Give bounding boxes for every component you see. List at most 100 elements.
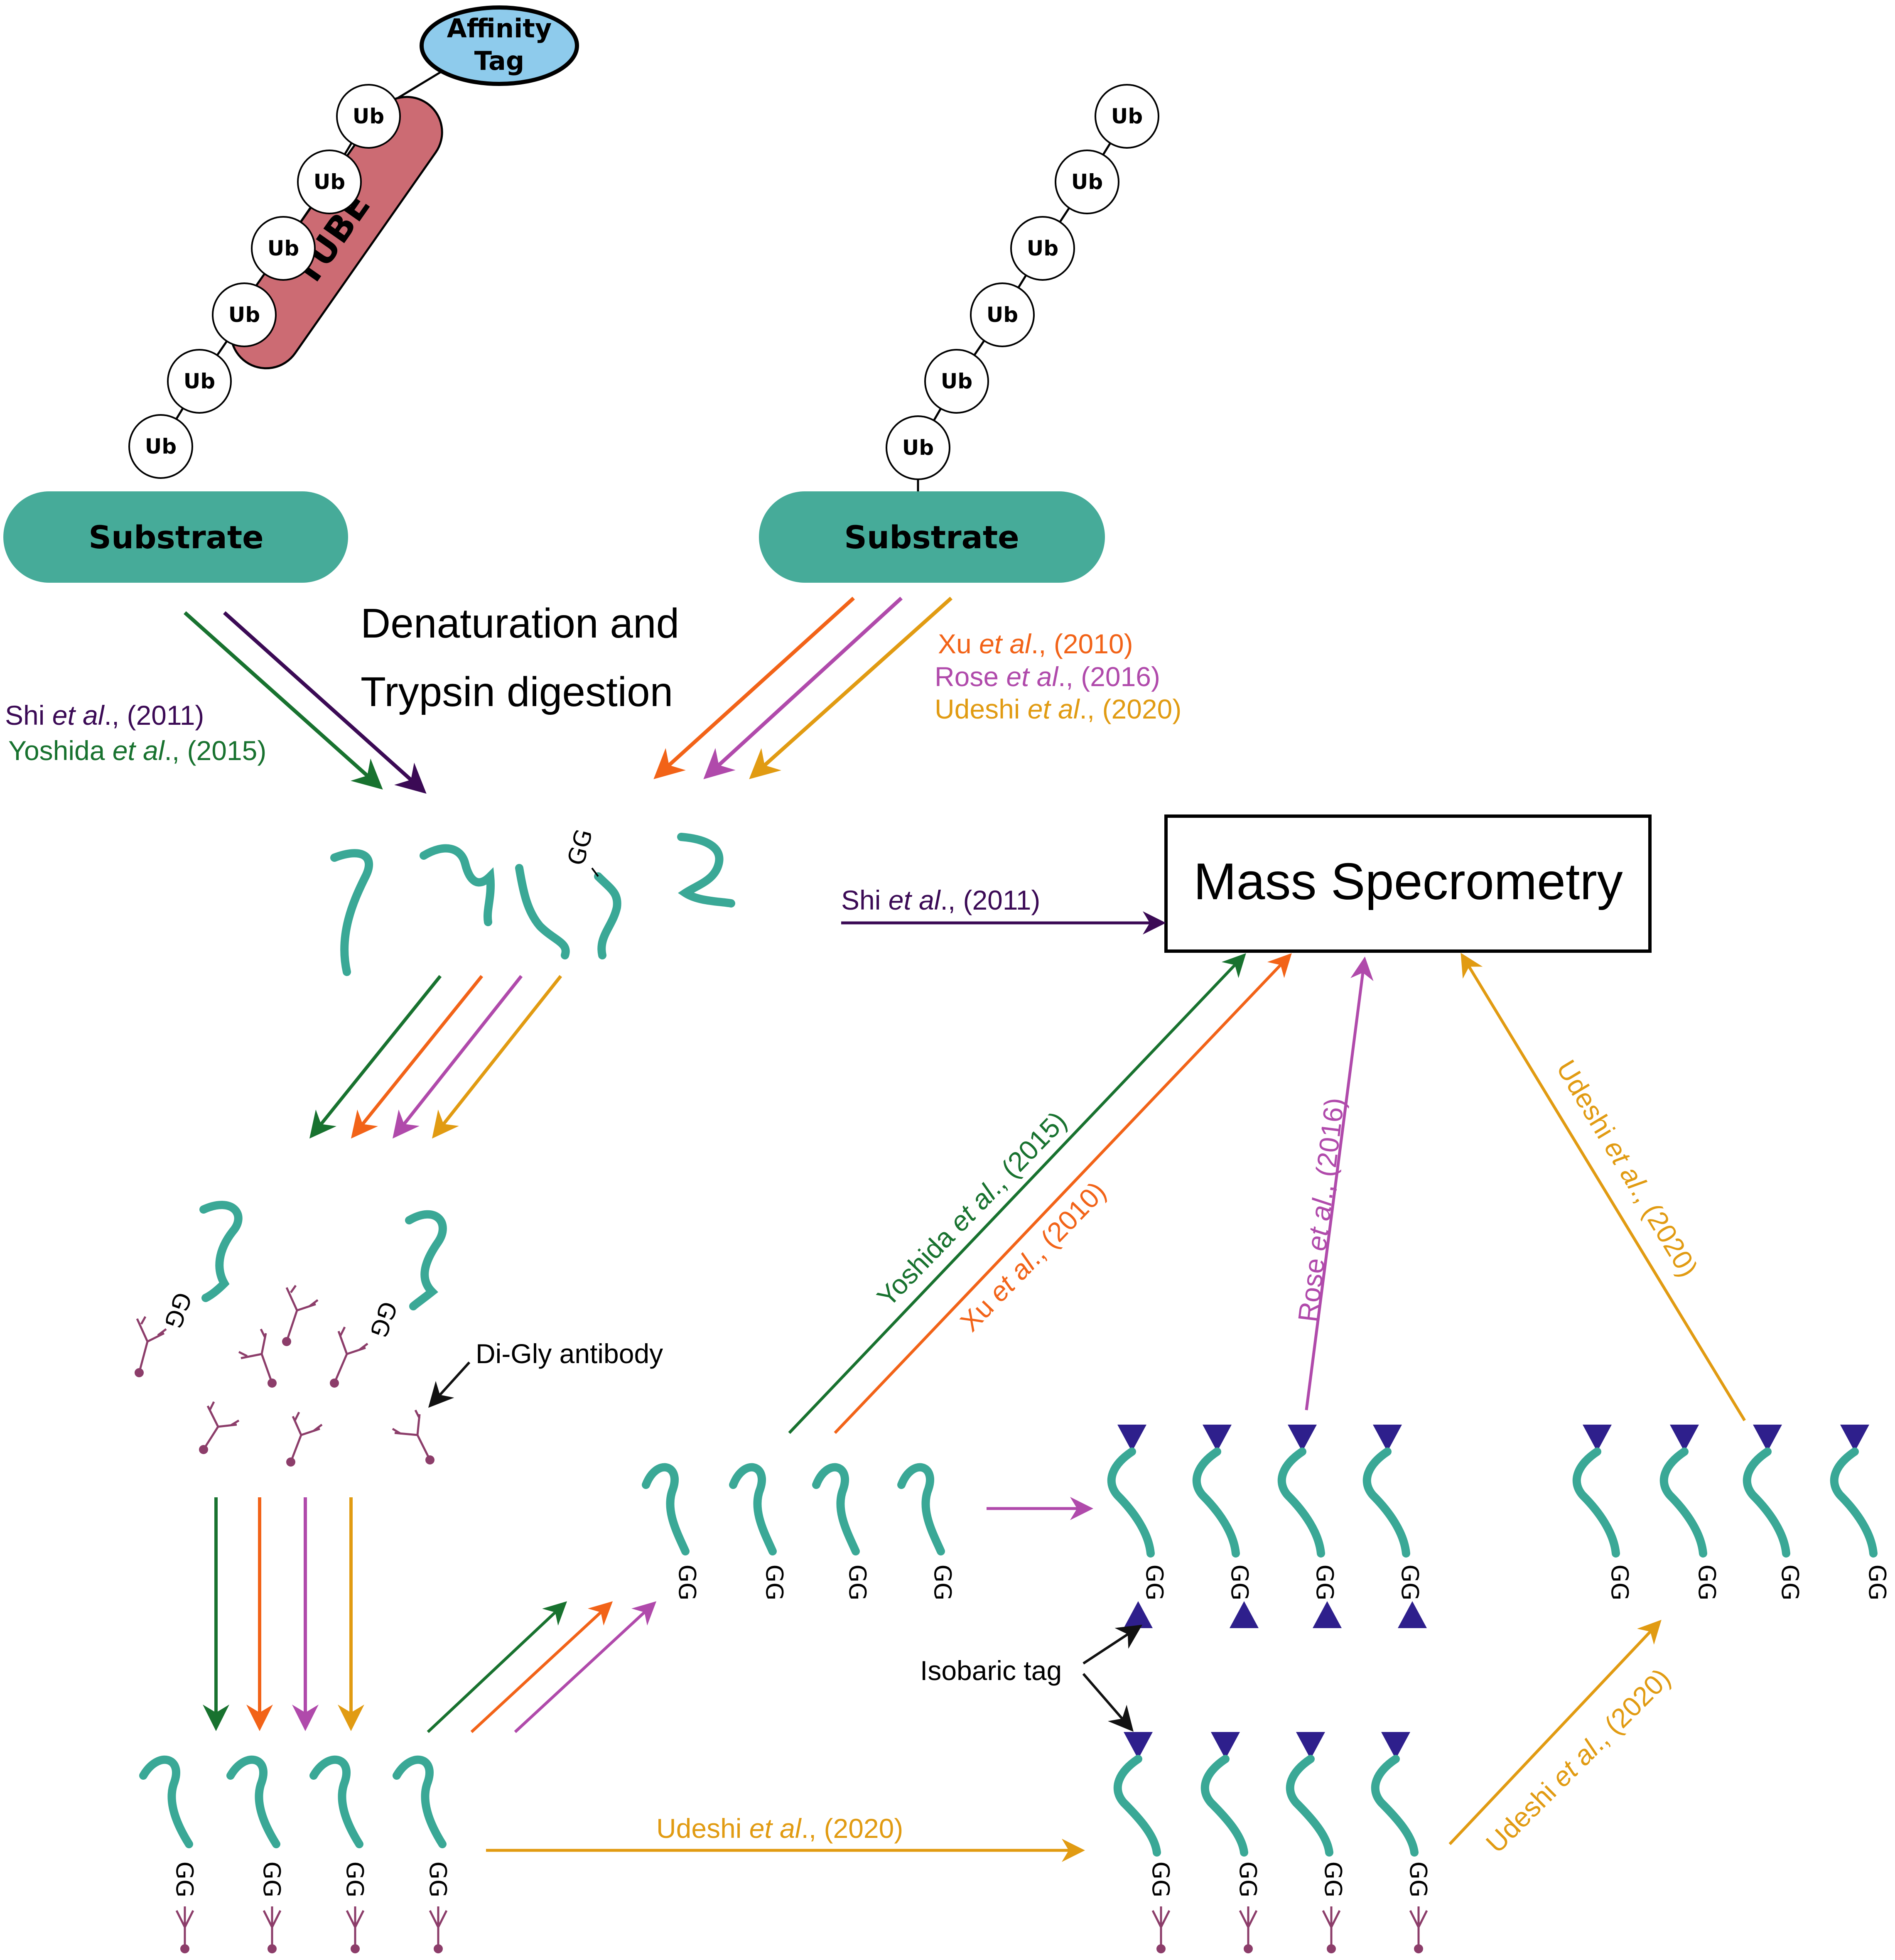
svg-text:GG: GG <box>424 1862 451 1898</box>
peptide-fragment <box>330 849 373 976</box>
svg-text:GG: GG <box>1311 1565 1338 1601</box>
labeled-peptide: GG <box>1192 1425 1259 1628</box>
antibody-icon <box>202 1401 240 1450</box>
gg-label: GG <box>364 1298 402 1341</box>
svg-text:Ub: Ub <box>314 170 345 194</box>
ub-circle: Ub <box>1095 84 1159 149</box>
step-title-line2: Trypsin digestion <box>361 669 673 715</box>
arrow-yoshida-enrich <box>309 975 442 1139</box>
citation-yoshida-2015-ms: Yoshida et al., (2015) <box>871 1105 1073 1312</box>
antibody-icon <box>285 1285 319 1342</box>
svg-text:Ub: Ub <box>184 369 215 393</box>
ub-circle: Ub <box>336 84 401 149</box>
labeled-peptide: GG <box>1743 1425 1803 1601</box>
svg-text:Ub: Ub <box>228 303 260 327</box>
svg-text:Ub: Ub <box>902 436 934 460</box>
svg-text:Ub: Ub <box>145 434 177 459</box>
gg-peptide <box>405 1210 447 1310</box>
ub-circle: Ub <box>1055 150 1119 214</box>
arrow-rose-right-digest <box>703 596 903 780</box>
arrow-to-antibody <box>428 1361 471 1408</box>
arrow-rose-enrich <box>393 975 523 1139</box>
svg-text:GG: GG <box>1863 1565 1890 1601</box>
gg-peptide: GG <box>642 1463 700 1601</box>
ub-circle: Ub <box>297 150 362 214</box>
substrate-left-label: Substrate <box>88 519 263 556</box>
svg-text:GG: GG <box>1693 1565 1720 1601</box>
labeled-peptide: GG <box>1107 1425 1168 1628</box>
bound-peptide: GG <box>226 1755 285 1953</box>
svg-text:GG: GG <box>1234 1862 1261 1898</box>
isobaric-labeled-peptides-rose: GG GG GG GG <box>1107 1425 1427 1628</box>
ub-circle: Ub <box>970 282 1035 347</box>
arrow-isobaric-down <box>1082 1673 1134 1732</box>
ub-circle: Ub <box>251 216 316 281</box>
peptide-fragment <box>515 864 570 959</box>
peptide-fragment <box>420 844 495 926</box>
arrow-udeshi-elute <box>1448 1619 1662 1845</box>
affinity-tag: Affinity Tag <box>420 5 579 86</box>
ub-circle: Ub <box>128 414 193 479</box>
labeled-peptide: GG <box>1572 1425 1633 1600</box>
citation-yoshida-2015-top: Yoshida et al., (2015) <box>8 735 266 766</box>
bound-peptide: GG <box>309 1755 368 1953</box>
ub-circle: Ub <box>212 282 277 347</box>
isobaric-labeled-peptides-udeshi: GG GG GG GG <box>1572 1425 1890 1601</box>
citation-udeshi-2020-top: Udeshi et al., (2020) <box>935 694 1181 724</box>
isobaric-labeled-bound-peptides: GG GG GG GG <box>1113 1732 1431 1953</box>
svg-text:GG: GG <box>258 1862 285 1898</box>
di-gly-antibodies <box>135 1285 434 1467</box>
gg-peptide <box>199 1201 243 1302</box>
antibody-icon <box>238 1328 273 1384</box>
arrow-xu-to-ms <box>834 953 1292 1434</box>
right-ubiquitinated-substrate: Ub Ub Ub Ub Ub Ub Substrate <box>759 84 1159 583</box>
citation-rose-2016-top: Rose et al., (2016) <box>935 661 1160 692</box>
peptide-fragment <box>677 833 735 908</box>
svg-text:GG: GG <box>761 1565 788 1601</box>
svg-text:GG: GG <box>1396 1565 1423 1601</box>
labeled-peptide: GG <box>1659 1425 1720 1601</box>
svg-text:Ub: Ub <box>1071 170 1103 194</box>
svg-text:Ub: Ub <box>987 303 1018 327</box>
arrow-shi-left-digest <box>223 611 427 794</box>
mass-spectrometry-box: Mass Specrometry <box>1164 814 1652 953</box>
gg-connector <box>591 867 599 877</box>
substrate-right: Substrate <box>759 491 1105 583</box>
ub-circle: Ub <box>924 349 989 414</box>
labeled-peptide: GG <box>1830 1425 1890 1601</box>
svg-text:GG: GG <box>1226 1565 1253 1601</box>
svg-text:GG: GG <box>171 1862 198 1898</box>
svg-text:Ub: Ub <box>941 369 972 393</box>
arrow-yoshida-to-ms <box>788 953 1246 1434</box>
antibody-icon <box>333 1326 368 1384</box>
substrate-right-label: Substrate <box>844 519 1019 556</box>
di-gly-antibody-label: Di-Gly antibody <box>476 1338 663 1369</box>
citation-rose-2016-ms: Rose et al., (2016) <box>1292 1096 1350 1324</box>
released-gg-peptides: GG GG GG GG <box>642 1463 956 1601</box>
affinity-tag-line2: Tag <box>474 46 525 76</box>
digested-peptides: GG <box>330 827 735 976</box>
citation-xu-2010-top: Xu et al., (2010) <box>938 628 1133 659</box>
citation-udeshi-2020-diag: Udeshi et al., (2020) <box>1480 1662 1677 1859</box>
svg-text:GG: GG <box>844 1565 871 1601</box>
arrow-rose-to-ms <box>1305 957 1374 1411</box>
svg-text:GG: GG <box>673 1565 700 1601</box>
svg-text:Ub: Ub <box>1111 104 1143 128</box>
svg-text:GG: GG <box>341 1862 368 1898</box>
svg-text:GG: GG <box>1141 1565 1168 1601</box>
bound-peptide: GG <box>139 1755 198 1953</box>
arrow-yoshida-left-digest <box>184 611 383 790</box>
labeled-peptide: GG <box>1362 1425 1427 1628</box>
antibody-icon <box>290 1411 323 1462</box>
gg-label: GG <box>159 1288 196 1332</box>
arrow-udeshi-to-ms <box>1461 953 1746 1421</box>
svg-text:GG: GG <box>1776 1565 1803 1601</box>
arrow-xu-elute <box>470 1601 613 1733</box>
step-title-line1: Denaturation and <box>361 600 679 647</box>
left-ubiquitinated-substrate: TUBE Affinity Tag Ub Ub Ub Ub Ub Ub Subs… <box>3 5 579 583</box>
antibody-bound-peptides: GG GG GG GG <box>139 1755 451 1953</box>
svg-text:GG: GG <box>1147 1862 1174 1898</box>
isobaric-tag-label: Isobaric tag <box>920 1655 1062 1686</box>
arrow-rose-elute <box>514 1601 657 1733</box>
arrow-isobaric-up <box>1083 1624 1143 1665</box>
